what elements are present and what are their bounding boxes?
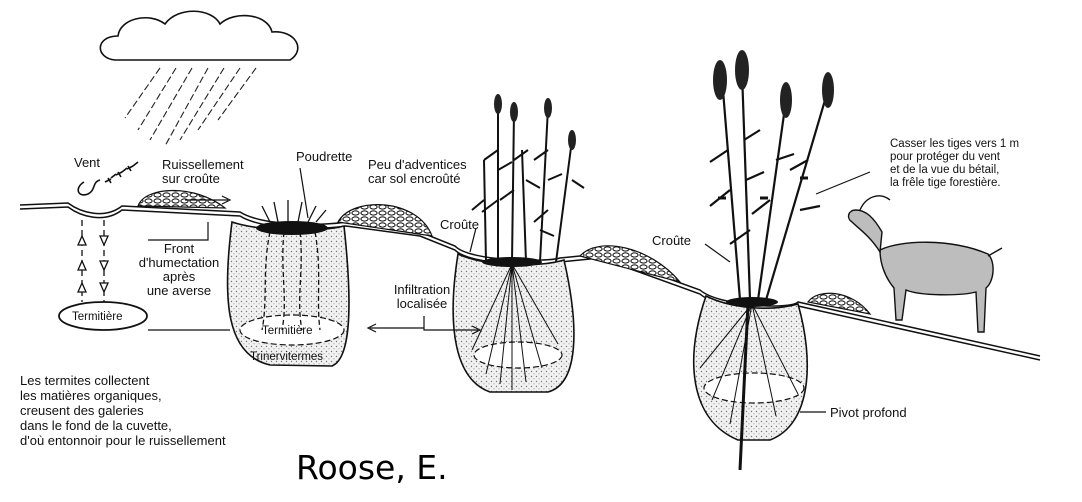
label-trinervitermes: Trinervitermes xyxy=(250,350,323,364)
label-pivot-profond: Pivot profond xyxy=(830,406,907,420)
termite-arrows xyxy=(78,220,108,302)
label-vent: Vent xyxy=(74,156,100,170)
rain-cloud xyxy=(100,11,297,60)
label-casser-tiges: Casser les tiges vers 1 m pour protéger … xyxy=(890,138,1019,190)
label-croute-1: Croûte xyxy=(440,218,479,232)
millet-plants xyxy=(472,94,584,262)
pit-termite xyxy=(227,200,349,366)
label-termites-text: Les termites collectent les matières org… xyxy=(20,373,226,448)
label-termitiere-left: Termitière xyxy=(72,310,122,324)
pit-sorghum xyxy=(694,296,807,440)
label-ruissellement: Ruissellement sur croûte xyxy=(162,158,244,186)
label-croute-2: Croûte xyxy=(652,234,691,248)
label-termitiere-pit: Termitière xyxy=(262,324,312,338)
label-poudrette: Poudrette xyxy=(296,150,352,164)
label-adventices: Peu d'adventices car sol encroûté xyxy=(368,158,467,186)
label-front-humectation: Front d'humectation après une averse xyxy=(137,242,221,298)
sorghum-plants xyxy=(710,50,834,300)
crust-mound xyxy=(580,246,680,282)
credit-caption: Roose, E. xyxy=(296,448,448,487)
goat-icon xyxy=(849,196,1002,332)
rain-lines xyxy=(125,68,256,146)
crust-mound xyxy=(138,191,225,209)
label-infiltration: Infiltration localisée xyxy=(380,283,464,311)
